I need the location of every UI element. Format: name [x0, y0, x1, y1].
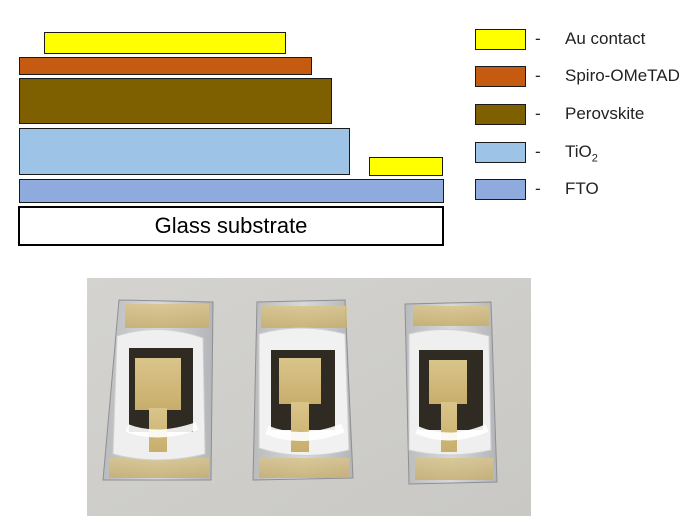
legend-label-tio2-subscript: 2 [591, 152, 598, 165]
device-photo [87, 278, 531, 516]
glass-substrate-label: Glass substrate [154, 213, 308, 238]
legend-swatch-au [475, 29, 526, 50]
legend-dash: - [535, 142, 541, 161]
legend-label-au-contact: Au contact [565, 29, 646, 48]
device-sample-1 [102, 299, 214, 481]
legend-swatch-tio2 [475, 142, 526, 163]
legend-label-tio2-text: TiO [565, 142, 592, 161]
legend-label-tio2: TiO2 [565, 142, 598, 164]
glass-substrate-layer: Glass substrate [18, 206, 444, 246]
fto-layer [19, 179, 444, 203]
device-sample-2 [252, 299, 354, 481]
legend-dash: - [535, 104, 541, 123]
legend-swatch-spiro [475, 66, 526, 87]
spiro-ometad-layer [19, 57, 312, 75]
legend-dash: - [535, 29, 541, 48]
legend-label-spiro-ometad: Spiro-OMeTAD [565, 66, 680, 85]
legend-label-fto: FTO [565, 179, 599, 198]
legend-dash: - [535, 179, 541, 198]
perovskite-layer [19, 78, 332, 124]
au-contact-top-layer [44, 32, 286, 54]
legend-swatch-perovskite [475, 104, 526, 125]
device-sample-3 [404, 301, 498, 485]
legend-label-perovskite: Perovskite [565, 104, 645, 123]
legend-swatch-fto [475, 179, 526, 200]
legend-dash: - [535, 66, 541, 85]
au-contact-side-layer [369, 157, 443, 176]
tio2-layer [19, 128, 350, 175]
